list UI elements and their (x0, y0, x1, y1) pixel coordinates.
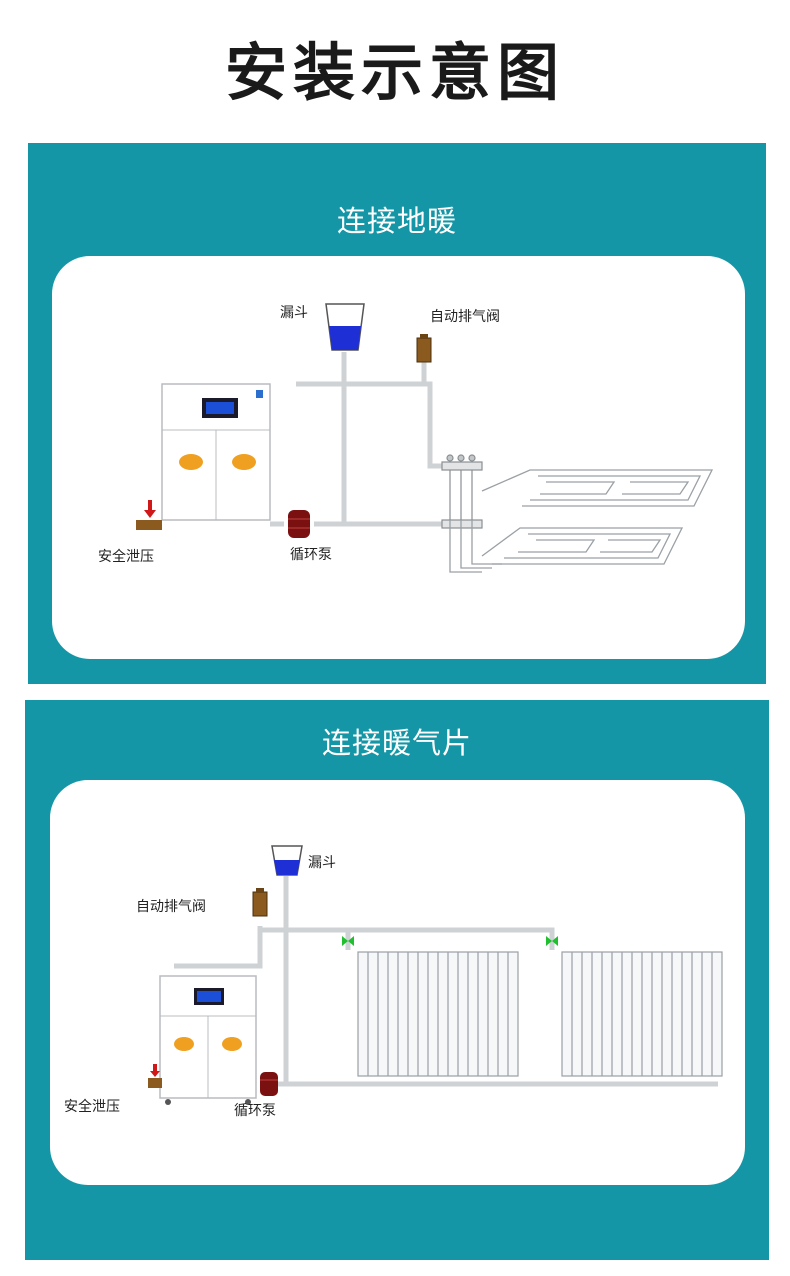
air-vent-valve-icon (416, 334, 432, 363)
air-vent-label-2: 自动排气阀 (136, 899, 206, 915)
circulation-pump-label-2: 循环泵 (234, 1103, 276, 1119)
circulation-pump-label: 循环泵 (290, 547, 332, 563)
circulation-pump-icon-2 (260, 1072, 278, 1096)
funnel-icon (325, 303, 365, 351)
floor-heating-panel: 连接地暖 (28, 143, 766, 684)
floor-heating-heading: 连接地暖 (336, 204, 457, 238)
underfloor-coils (449, 469, 714, 573)
page-title: 安装示意图 (224, 36, 565, 109)
funnel-icon-2 (271, 845, 303, 876)
floor-heating-diagram (136, 303, 714, 573)
boiler-unit-icon-2 (159, 975, 257, 1105)
circulation-pump-icon (288, 510, 310, 538)
floor-heating-card: 漏斗 自动排气阀 安全泄压 循环泵 (52, 256, 745, 659)
floor-manifold-icon (441, 454, 483, 529)
pipe-network (270, 352, 444, 527)
radiator-diagram (148, 845, 723, 1105)
funnel-label: 漏斗 (280, 305, 308, 321)
radiator-valve-icon-2 (546, 936, 558, 946)
safety-relief-valve-icon-2 (148, 1064, 162, 1088)
radiator-valve-icon-1 (342, 936, 354, 946)
pipe-network-2 (174, 876, 718, 1087)
radiator-panel: 连接暖气片 (25, 700, 769, 1260)
air-vent-label: 自动排气阀 (430, 309, 500, 325)
safety-relief-valve-icon (136, 500, 162, 530)
funnel-label-2: 漏斗 (308, 855, 336, 871)
safety-relief-label: 安全泄压 (98, 549, 154, 565)
safety-relief-label-2: 安全泄压 (64, 1099, 120, 1115)
boiler-unit-icon (161, 383, 271, 521)
radiator-2 (561, 951, 723, 1077)
radiator-1 (357, 951, 519, 1077)
air-vent-valve-icon-2 (252, 888, 268, 917)
radiator-card: 漏斗 自动排气阀 安全泄压 循环泵 (50, 780, 745, 1185)
radiator-heading: 连接暖气片 (321, 726, 472, 760)
